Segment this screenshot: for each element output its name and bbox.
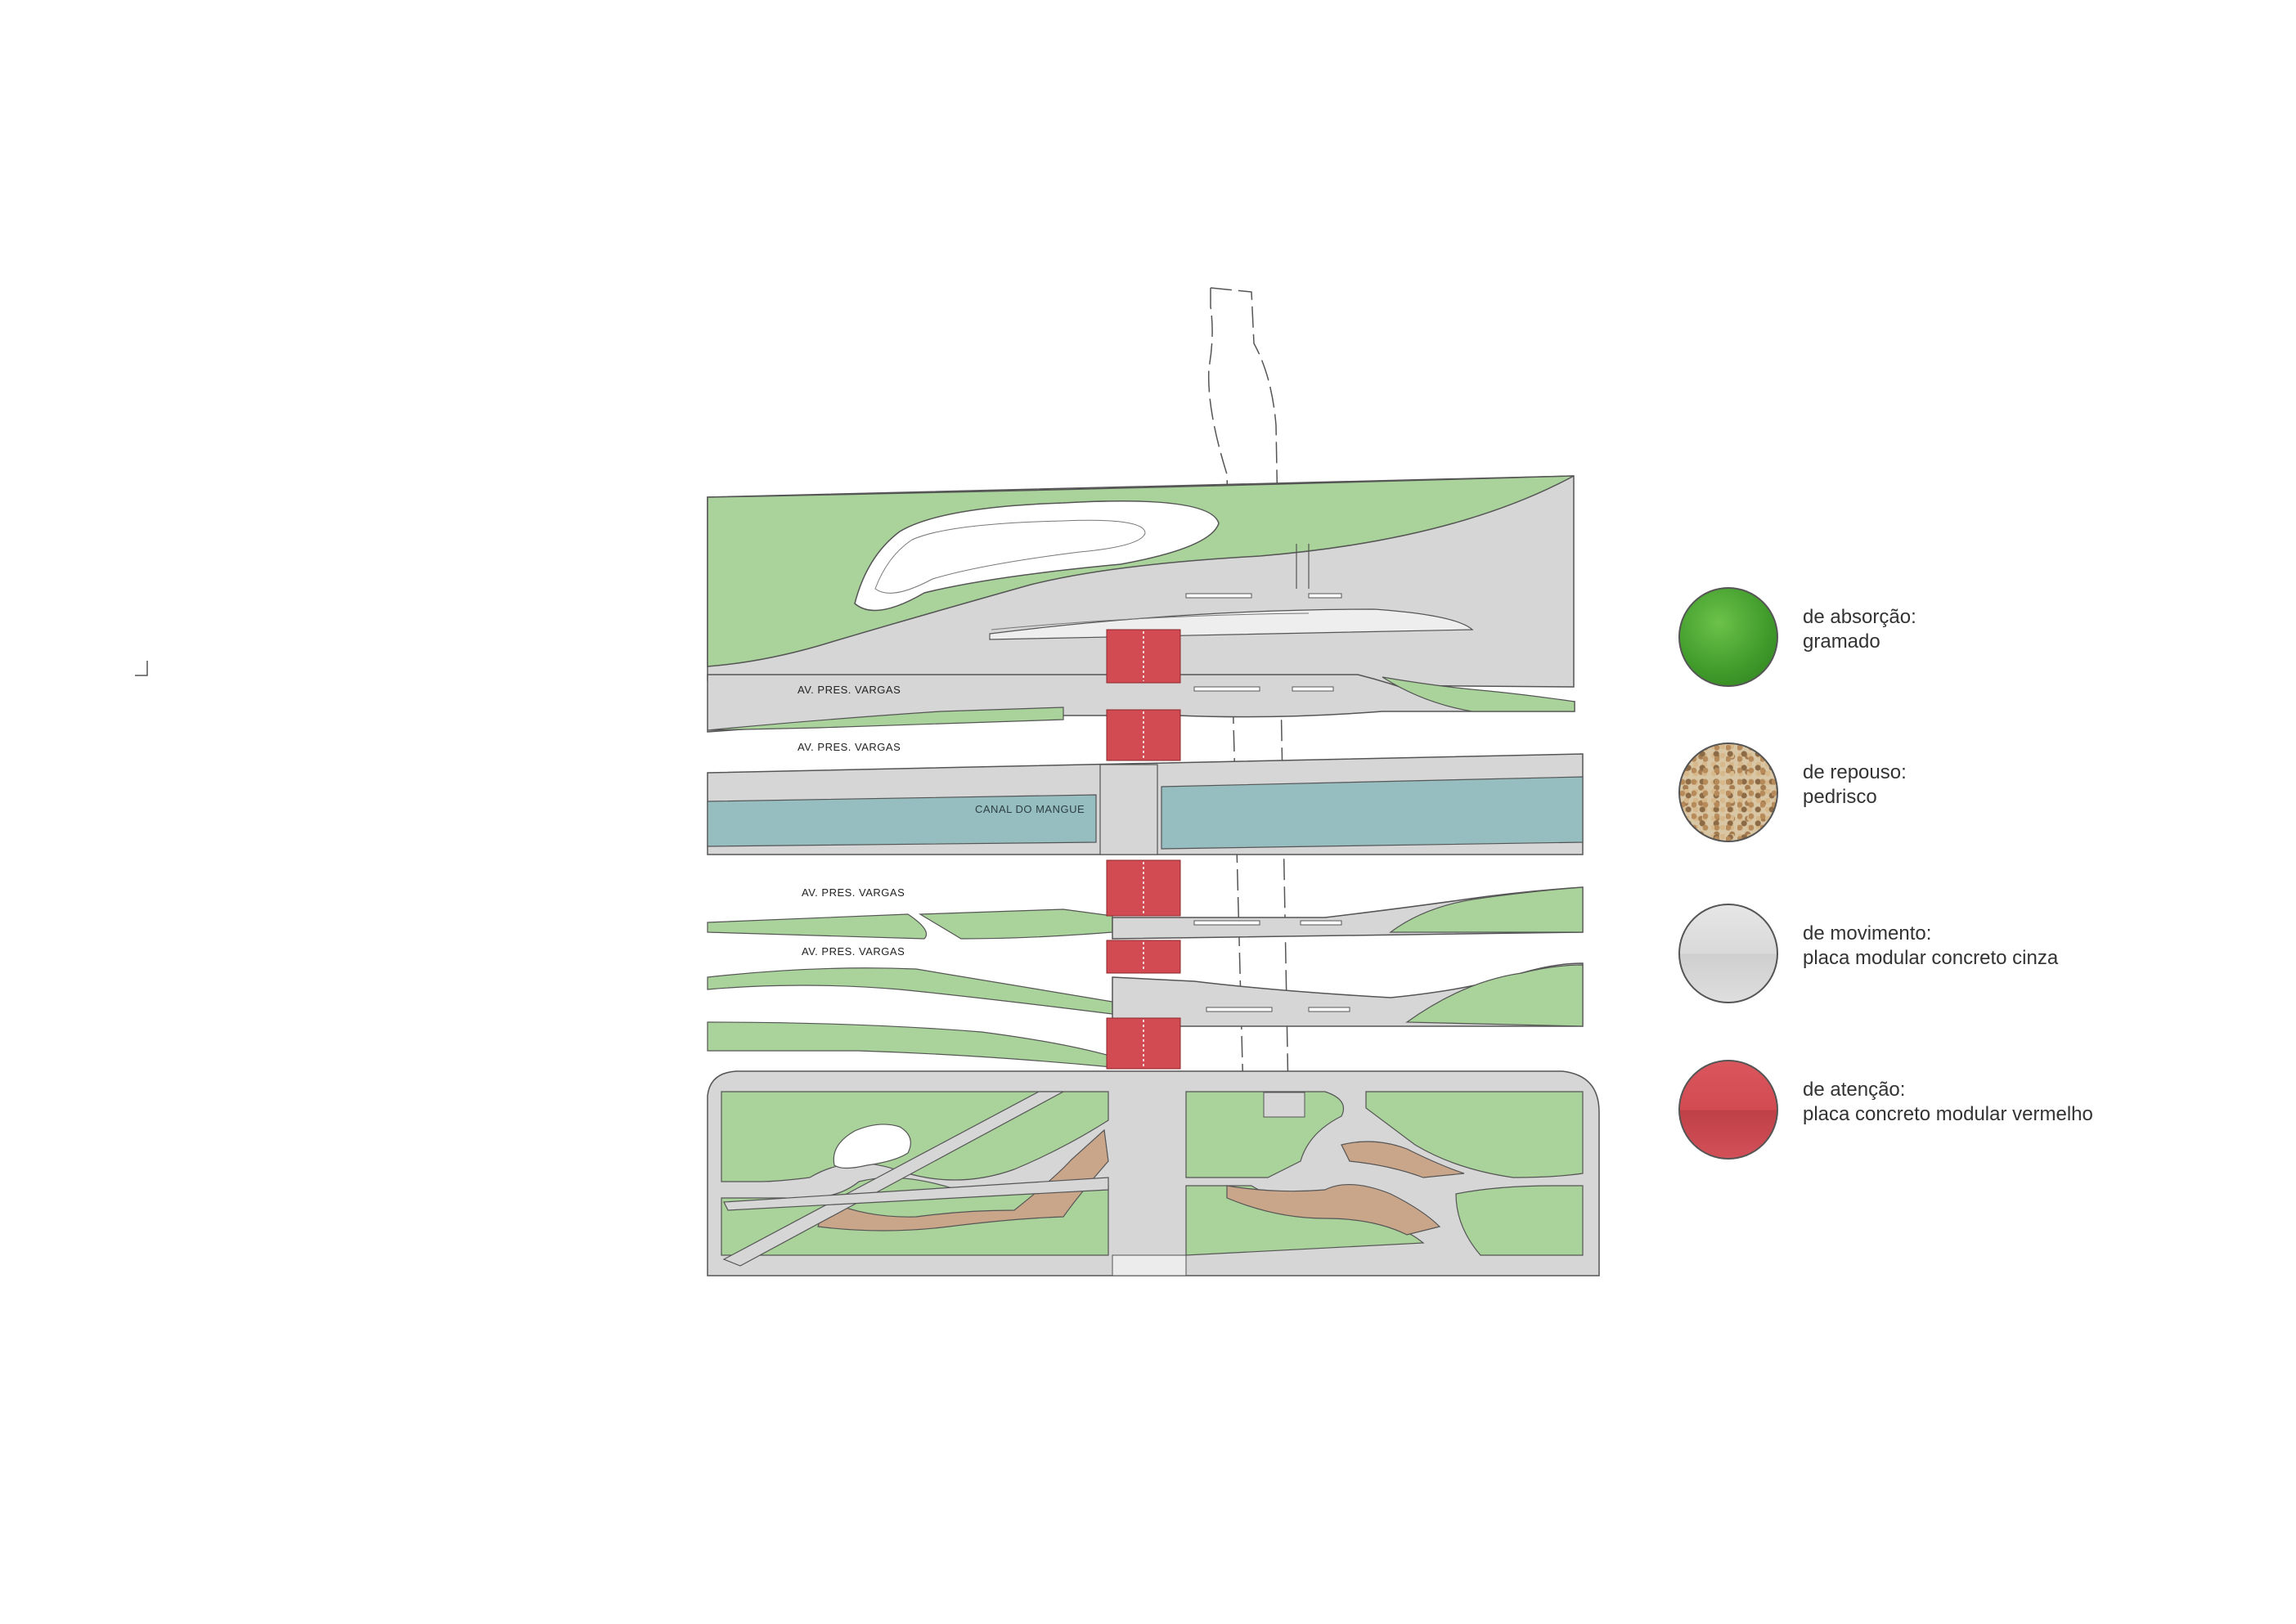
strip-4 [707, 886, 1584, 940]
legend-item-attention: de atenção: placa concreto modular verme… [1678, 1060, 2251, 1166]
legend-item-movement: de movimento: placa modular concreto cin… [1678, 904, 2251, 1010]
gravel-swatch [1678, 742, 1778, 842]
pond-top [854, 500, 1220, 612]
block-bottom [707, 1070, 1600, 1276]
concrete-swatch [1678, 904, 1778, 1003]
canal-water [707, 794, 1097, 847]
legend-item-absorption: de absorção: gramado [1678, 587, 2251, 693]
red-concrete-swatch [1678, 1060, 1778, 1160]
strip-2 [707, 674, 1575, 733]
legend-item-rest: de repouso: pedrisco [1678, 742, 2251, 849]
legend-title: de atenção: [1803, 1079, 1906, 1101]
street-label: AV. PRES. VARGAS [802, 886, 905, 899]
canal-strip [707, 753, 1584, 855]
legend-title: de repouso: [1803, 761, 1907, 783]
street-label: AV. PRES. VARGAS [802, 945, 905, 958]
legend-material: gramado [1803, 630, 1880, 653]
canal-label: CANAL DO MANGUE [975, 803, 1085, 815]
legend-material: placa concreto modular vermelho [1803, 1103, 2093, 1125]
legend-title: de absorção: [1803, 606, 1916, 628]
street-label: AV. PRES. VARGAS [798, 684, 901, 696]
corner-mark [135, 661, 148, 676]
legend-title: de movimento: [1803, 922, 1932, 944]
legend-material: placa modular concreto cinza [1803, 947, 2059, 969]
strip-5 [707, 962, 1584, 1027]
grass-swatch [1678, 587, 1778, 687]
legend-material: pedrisco [1803, 786, 1877, 808]
strip-6 [707, 1021, 1130, 1068]
dashed-outline [1207, 287, 1289, 1097]
street-label: AV. PRES. VARGAS [798, 741, 901, 753]
pond-bottom [833, 1124, 911, 1169]
